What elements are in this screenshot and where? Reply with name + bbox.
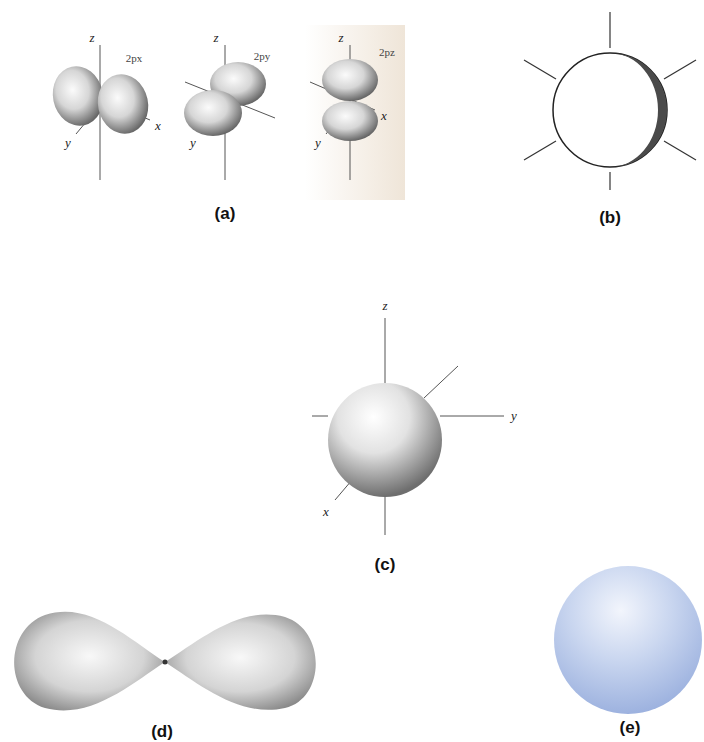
axes: [60, 25, 405, 200]
blue-sphere: [554, 566, 702, 714]
axis-label: x: [323, 505, 329, 519]
axis-label: y: [190, 136, 196, 150]
orbital-label: 2pz: [379, 46, 395, 58]
panel-label: (a): [215, 205, 236, 224]
axis-label: z: [89, 31, 94, 45]
s-orbital: [312, 318, 504, 535]
axis-label: x: [155, 119, 161, 133]
orbital-label: 2px: [126, 52, 143, 64]
p-orbitals: [47, 59, 378, 141]
axis-label: y: [315, 136, 321, 150]
axis-label: y: [511, 409, 517, 423]
axis-label: y: [65, 136, 71, 150]
axis-label: x: [381, 109, 387, 123]
panel-label: (e): [620, 719, 641, 738]
panel-label: (b): [599, 209, 621, 228]
panel-label: (c): [375, 556, 396, 575]
orbital-label: 2py: [254, 50, 271, 62]
dumbbell-orbital: [14, 612, 316, 711]
axis-label: z: [338, 31, 343, 45]
panel-label: (d): [151, 723, 173, 742]
axis-label: z: [213, 31, 218, 45]
axis-label: z: [382, 299, 387, 313]
spiked-sphere: [524, 12, 696, 190]
